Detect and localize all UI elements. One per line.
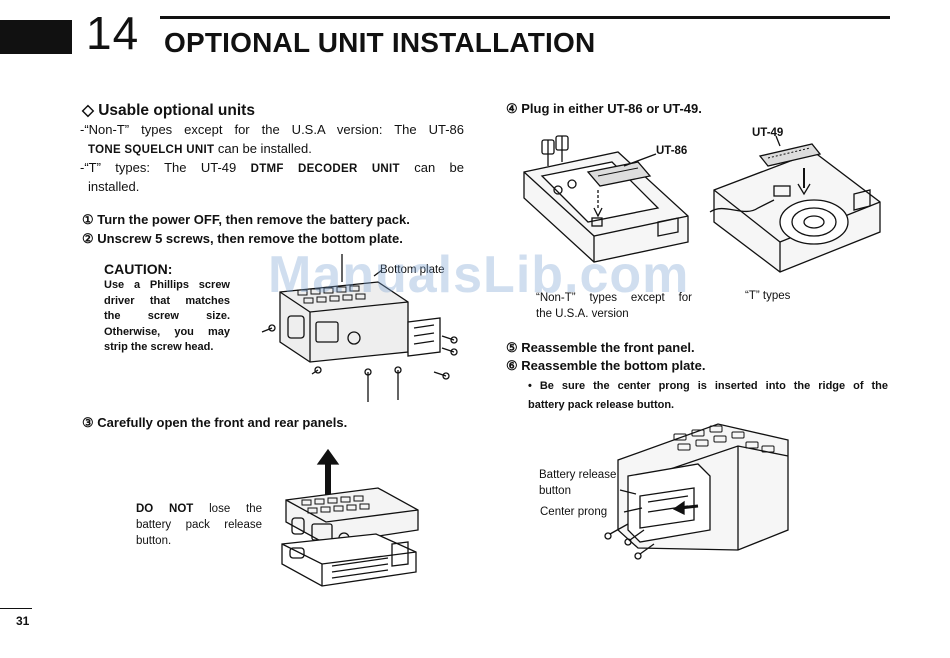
step-3: ③ Carefully open the front and rear pane… [82, 415, 348, 430]
bullet-non-t-line2: TONE SQUELCH UNIT can be installed. [88, 141, 312, 156]
title-rule [160, 16, 890, 19]
page-number: 31 [16, 614, 30, 628]
usable-units-heading: ◇ Usable optional units [82, 102, 255, 119]
step-1: ① Turn the power OFF, then remove the ba… [82, 212, 410, 227]
center-prong-note: • Be sure the center prong is inserted i… [528, 380, 888, 411]
chapter-number: 14 [86, 7, 140, 59]
bottom-plate-label: Bottom plate [380, 264, 445, 276]
do-not-lose-note: DO NOT lose the battery pack release but… [136, 503, 262, 547]
step-2: ② Unscrew 5 screws, then remove the bott… [82, 231, 403, 246]
caution-line: Otherwise, you may [104, 325, 230, 338]
caution-line: strip the screw head. [104, 341, 214, 353]
caution-text: Use a Phillips screw driver that matches… [104, 278, 230, 356]
step-6: ⑥ Reassemble the bottom plate. [506, 358, 706, 373]
ut86-install-illustration [523, 135, 689, 263]
non-t-caption: “Non-T” types except for the U.S.A. vers… [536, 292, 692, 320]
bullet-t-line2: installed. [88, 179, 140, 194]
battery-release-illustration [604, 423, 789, 560]
bullet-t-line1: -“T” types: The UT-49 DTMF DECODER UNIT … [80, 160, 464, 175]
battery-release-label: Battery release button [539, 469, 617, 497]
step-4: ④ Plug in either UT-86 or UT-49. [506, 101, 702, 116]
center-prong-label: Center prong [540, 506, 608, 518]
page-number-rule [0, 608, 32, 609]
watermark: ManualsLib.com [268, 246, 690, 304]
chapter-tab-block [0, 20, 72, 54]
chapter-title: OPTIONAL UNIT INSTALLATION [164, 27, 596, 58]
ut86-label: UT-86 [656, 145, 688, 157]
caution-title: CAUTION: [104, 261, 173, 277]
ut49-label: UT-49 [752, 127, 784, 139]
ut49-install-illustration [709, 135, 881, 273]
t-caption: “T” types [745, 290, 791, 302]
bottom-plate-illustration [261, 254, 458, 402]
caution-line: driver that matches [104, 294, 230, 307]
bullet-non-t-line1: -“Non-T” types except for the U.S.A vers… [80, 122, 464, 137]
caution-line: Use a Phillips screw [104, 279, 230, 291]
open-panels-illustration [281, 448, 419, 587]
caution-line: the screw size. [104, 310, 230, 322]
step-5: ⑤ Reassemble the front panel. [506, 340, 695, 355]
